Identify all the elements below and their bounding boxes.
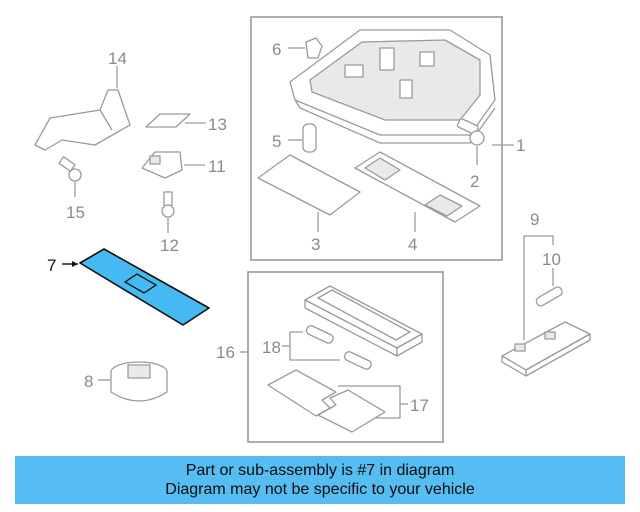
part-7-mat[interactable] (79, 248, 210, 326)
part-14-bracket[interactable] (34, 89, 131, 151)
callout-7: 7 (47, 256, 56, 275)
callout-1: 1 (516, 136, 525, 155)
callout-8: 8 (84, 372, 93, 391)
callout-4: 4 (408, 235, 417, 254)
assembly-box-lamp (247, 271, 444, 443)
callout-15: 15 (66, 203, 85, 222)
callout-16: 16 (216, 343, 235, 362)
parts-diagram: 1 2 3 4 5 6 7 8 (34, 16, 591, 443)
info-banner: Part or sub-assembly is #7 in diagram Di… (15, 456, 625, 504)
callout-6: 6 (272, 40, 281, 59)
callout-12: 12 (160, 236, 179, 255)
part-12-screw[interactable] (161, 191, 175, 218)
part-1-console-housing[interactable] (289, 29, 496, 144)
part-10-bulb[interactable] (535, 286, 564, 308)
callout-9: 9 (530, 210, 539, 229)
part-3-pad[interactable] (257, 154, 361, 216)
callout-18: 18 (262, 338, 281, 357)
part-13-pad[interactable] (145, 113, 191, 128)
callout-3: 3 (311, 235, 320, 254)
part-17-pads[interactable] (267, 369, 386, 433)
part-4-pad[interactable] (354, 151, 481, 223)
part-9-map-lamp[interactable] (501, 321, 591, 377)
assembly-box-console (250, 16, 503, 261)
banner-line-1: Part or sub-assembly is #7 in diagram (185, 462, 455, 479)
part-18-bulbs[interactable] (305, 324, 372, 370)
part-2-screw[interactable] (456, 118, 485, 146)
part-6-clip[interactable] (305, 37, 323, 59)
callout-13: 13 (208, 115, 227, 134)
part-7-shape (79, 248, 210, 326)
part-15-screw[interactable] (58, 156, 82, 182)
part-8-lamp-housing[interactable] (110, 361, 168, 402)
callout-17: 17 (410, 396, 429, 415)
part-11-bracket[interactable] (141, 151, 183, 179)
part-7-inner-pad (123, 273, 158, 294)
callout-11: 11 (208, 157, 226, 176)
callout-10: 10 (542, 250, 561, 269)
callout-5: 5 (272, 132, 281, 151)
callout-2: 2 (470, 172, 479, 191)
part-16-dome-lamp[interactable] (304, 285, 423, 357)
part-5-bulb[interactable] (302, 123, 317, 153)
banner-line-2: Diagram may not be specific to your vehi… (165, 481, 475, 498)
callout-14: 14 (108, 49, 127, 68)
